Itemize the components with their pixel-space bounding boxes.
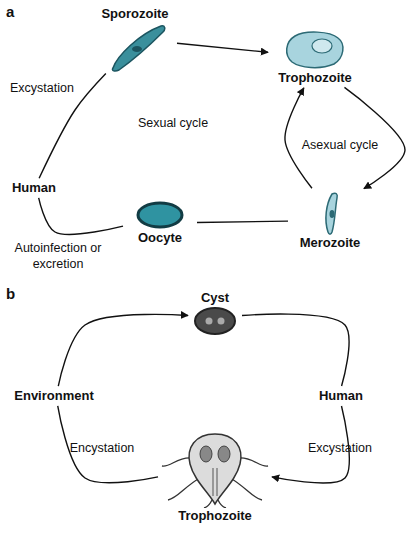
giardia-shape [230, 478, 262, 500]
mero-shape [326, 193, 337, 234]
giardia-shape [238, 458, 268, 466]
host-node: Human [315, 388, 367, 404]
oocyte-node: Oocyte [125, 200, 195, 246]
node-label: Sporozoite [95, 6, 175, 22]
node-label: Merozoite [290, 235, 370, 251]
node-label: Human [315, 388, 367, 404]
spor-shape [112, 26, 164, 71]
cycle-arrow [58, 406, 158, 483]
panel-letter: b [6, 286, 26, 302]
sporozoite-node: Sporozoite [95, 6, 175, 72]
giardia-illustration [160, 428, 270, 508]
node-label: Human [8, 180, 60, 196]
connector-group [39, 43, 405, 483]
giardia-shape [218, 500, 226, 508]
cyst-shape [206, 318, 213, 325]
cyst-node: Cyst [190, 290, 240, 336]
node-label: Cyst [190, 290, 240, 306]
trophozoite-node: Trophozoite [160, 428, 270, 524]
cycle-arrow [177, 43, 268, 52]
node-label: Oocyte [125, 230, 195, 246]
cyst-shape [195, 308, 235, 334]
spor-shape [132, 46, 142, 52]
giardia-shape [213, 468, 217, 496]
cycle-label: Sexual cycle [128, 115, 218, 131]
giardia-shape [162, 458, 192, 466]
giardia-shape [218, 446, 230, 462]
giardia-shape [204, 500, 212, 508]
edge-label: Autoinfection or excretion [8, 240, 108, 272]
node-label: Trophozoite [160, 508, 270, 524]
host-node: Human [8, 180, 60, 196]
cycle-arrow [197, 221, 288, 222]
edge-label: Excystation [6, 80, 78, 96]
cycle-label: Asexual cycle [298, 137, 382, 153]
cycle-arrow [58, 314, 188, 386]
troph-shape [287, 32, 343, 68]
node-label: Environment [10, 388, 98, 404]
giardia-shape [200, 446, 212, 462]
edge-label: Excystation [300, 440, 380, 456]
mero-illustration [290, 190, 370, 235]
oocyte-shape [138, 203, 182, 227]
cycle-arrow [242, 314, 349, 386]
troph-illustration [270, 28, 360, 70]
trophozoite-node: Trophozoite [270, 28, 360, 86]
oocyte-illustration [125, 200, 195, 230]
cyst-illustration [190, 306, 240, 336]
cyst-shape [218, 318, 225, 325]
troph-shape [312, 39, 332, 53]
cycle-arrow [39, 198, 123, 235]
giardia-shape [189, 434, 241, 504]
panel-letter: a [6, 4, 26, 20]
edge-label: Encystation [62, 440, 142, 456]
node-label: Trophozoite [270, 70, 360, 86]
spor-illustration [95, 22, 175, 72]
mero-shape [330, 210, 335, 218]
merozoite-node: Merozoite [290, 190, 370, 251]
environment-node: Environment [10, 388, 98, 404]
giardia-shape [168, 478, 200, 500]
